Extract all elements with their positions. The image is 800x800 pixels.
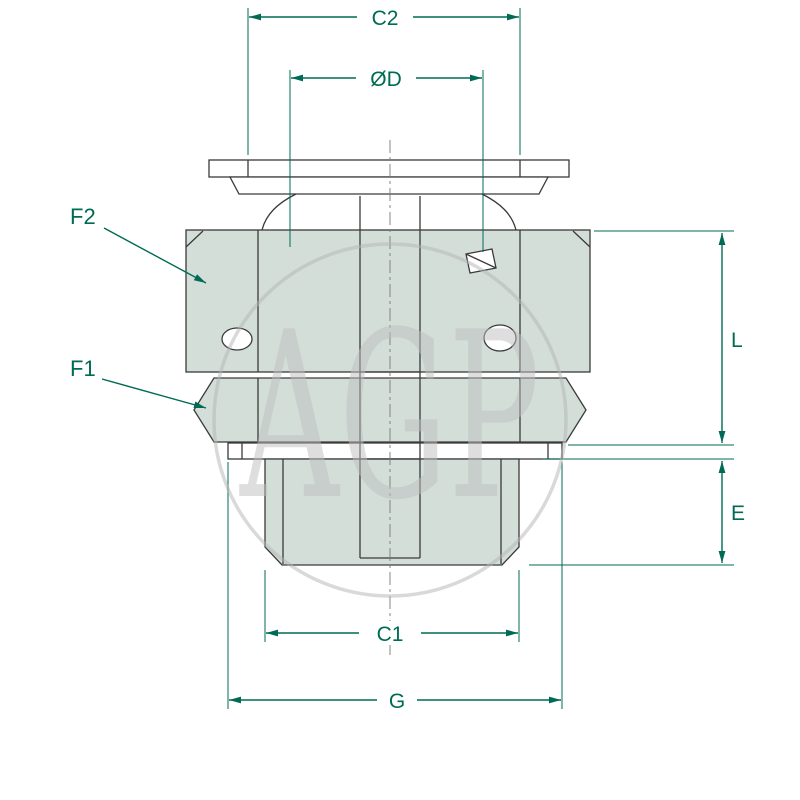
nut-chamfer-left xyxy=(185,230,204,248)
dimension-layer: C2 ØD F2 F1 L xyxy=(70,5,745,713)
dim-label-l: L xyxy=(731,329,743,352)
dimension-l: L xyxy=(568,230,743,446)
fitting-drawing xyxy=(185,140,591,655)
dim-label-f2: F2 xyxy=(70,204,96,229)
right-ellipse-detail xyxy=(483,324,517,352)
notch-diagonal xyxy=(465,253,497,269)
dimension-f2: F2 xyxy=(70,204,207,284)
dim-label-f1: F1 xyxy=(70,356,96,381)
dim-label-c1: C1 xyxy=(377,623,404,646)
neck-curve-right xyxy=(481,193,517,231)
flange-plate xyxy=(208,159,570,178)
dim-label-c2: C2 xyxy=(372,7,399,30)
dimension-e: E xyxy=(529,458,745,566)
threaded-body xyxy=(264,458,520,566)
dimension-od: ØD xyxy=(289,66,484,252)
watermark: AGP xyxy=(212,242,568,598)
watermark-circle xyxy=(212,242,568,598)
nut-chamfer-right xyxy=(572,230,591,248)
dimension-g: G xyxy=(227,462,563,713)
dim-label-e: E xyxy=(731,502,745,525)
dim-label-od: ØD xyxy=(370,68,402,91)
dim-label-g: G xyxy=(389,690,405,713)
dimension-f1: F1 xyxy=(70,356,207,409)
dimension-c1: C1 xyxy=(264,570,520,646)
dimension-c2: C2 xyxy=(247,5,521,155)
neck-curve-left xyxy=(261,193,297,231)
watermark-text: AGP xyxy=(239,284,540,551)
flange-lip xyxy=(228,176,550,195)
